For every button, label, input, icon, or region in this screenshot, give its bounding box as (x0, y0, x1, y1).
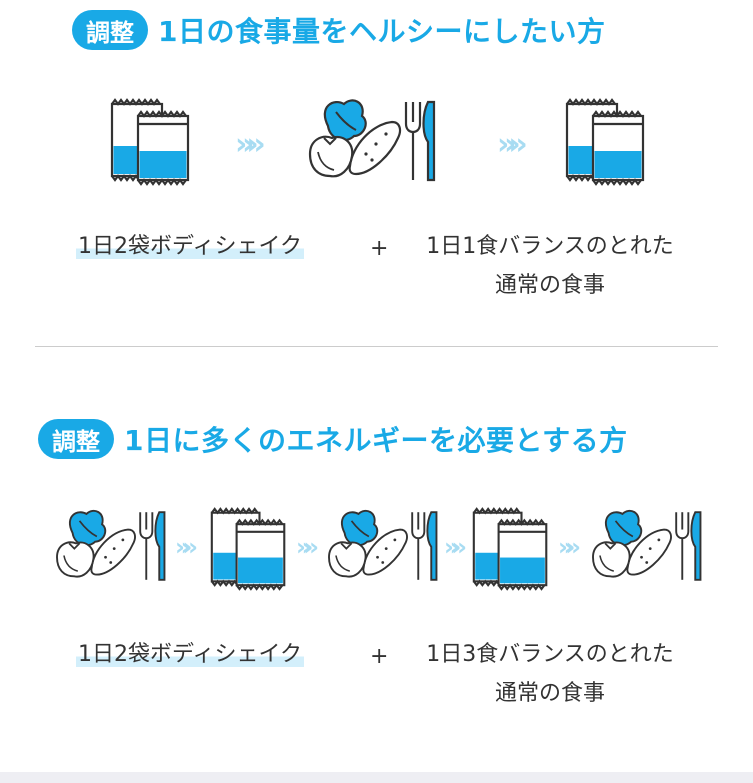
section-heading: 調整 1日の食事量をヘルシーにしたい方 (72, 10, 605, 50)
shake-bags-icon (108, 96, 194, 186)
arrows-icon: »» (296, 533, 319, 561)
arrows-icon: »» (235, 127, 266, 162)
section-title: 1日に多くのエネルギーを必要とする方 (124, 424, 628, 457)
shake-bags-icon (208, 505, 290, 591)
meal-icon (300, 96, 440, 186)
adjust-badge: 調整 (38, 419, 114, 459)
adjust-badge: 調整 (72, 10, 148, 50)
arrows-icon: »» (175, 533, 198, 561)
plus-sign: + (370, 644, 389, 669)
shake-bags-icon (563, 96, 649, 186)
shake-label: 1日2袋ボディシェイク (76, 642, 305, 667)
section-divider (35, 346, 718, 347)
meal-icon (48, 507, 170, 585)
arrows-icon: »» (497, 127, 528, 162)
meal-icon (320, 507, 442, 585)
section-heading: 調整 1日に多くのエネルギーを必要とする方 (38, 419, 628, 459)
section-high-energy: 調整 1日に多くのエネルギーを必要とする方 »» »» »» »» 1日2袋ボデ… (0, 347, 753, 772)
shake-label: 1日2袋ボディシェイク (76, 234, 305, 259)
meal-label: 1日3食バランスのとれた 通常の食事 (426, 642, 674, 706)
bottom-bar (0, 772, 753, 783)
plus-sign: + (370, 236, 389, 261)
shake-bags-icon (470, 505, 552, 591)
arrows-icon: »» (558, 533, 581, 561)
meal-label: 1日1食バランスのとれた 通常の食事 (426, 234, 674, 298)
arrows-icon: »» (444, 533, 467, 561)
meal-icon (584, 507, 706, 585)
section-healthy: 調整 1日の食事量をヘルシーにしたい方 »» »» 1日2袋ボディシェイク + … (0, 0, 753, 346)
section-title: 1日の食事量をヘルシーにしたい方 (158, 15, 606, 48)
